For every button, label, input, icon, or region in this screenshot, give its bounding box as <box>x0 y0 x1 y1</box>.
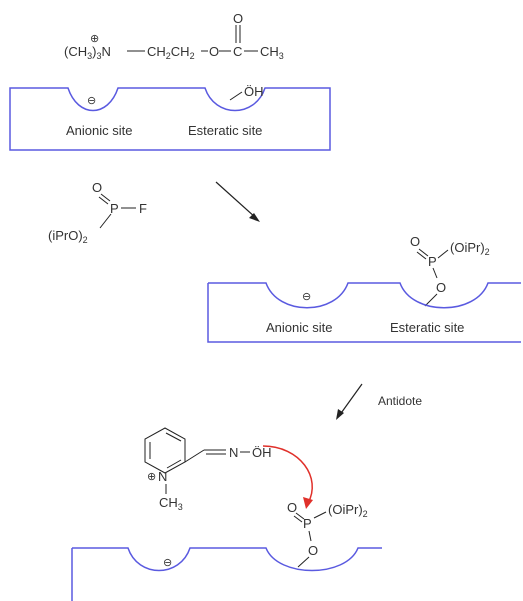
enzyme-surface-1: ⊖ ÖH Anionic site Esteratic site <box>9 84 331 151</box>
arrow-2-head <box>336 409 344 420</box>
ach-sub-2b: 2 <box>190 51 195 61</box>
enzyme-1-esteratic-site-label: Esteratic site <box>188 123 262 138</box>
enzyme-1-hydroxyl: ÖH <box>244 84 264 99</box>
enzyme-2-bond-o-enzyme <box>424 293 438 307</box>
arrow-1-shaft <box>215 181 257 219</box>
enzyme-3-link-oxygen: O <box>308 543 318 558</box>
enzyme-2-phosphorus: P <box>428 254 437 269</box>
ach-close-paren: ) <box>92 44 96 59</box>
enzyme-2-bond-p-o <box>432 267 438 279</box>
nucleophilic-attack-arrow <box>262 445 313 504</box>
enzyme-2-outline <box>207 282 521 343</box>
enzyme-1-anionic-site-label: Anionic site <box>66 123 132 138</box>
enzyme-3-bond-o-enzyme <box>297 556 310 568</box>
enzyme-2-bond-o-p-a <box>418 248 429 257</box>
enzyme-2-top-oxygen: O <box>410 234 420 249</box>
phosphorylated-group-2: O P (OiPr)2 O <box>410 234 490 307</box>
ach-ester-oxygen: O <box>209 44 219 59</box>
dfp-sub-2: 2 <box>83 235 88 245</box>
ach-sub-3b: 3 <box>96 51 101 61</box>
pralidoxime-molecule: ⊕ N CH3 N ÖH <box>144 427 272 512</box>
antidote-label: Antidote <box>378 394 422 408</box>
enzyme-2-anionic-charge: ⊖ <box>302 291 311 303</box>
dfp-phosphorus: P <box>110 201 119 216</box>
enzyme-surface-3: ⊖ <box>71 547 382 601</box>
ach-ch2-second: CH <box>171 44 190 59</box>
arrow-1-head <box>249 213 260 222</box>
enzyme-2-esteratic-site-label: Esteratic site <box>390 320 464 335</box>
pralidoxime-oxime-nitrogen: N <box>229 445 238 460</box>
pralidoxime-ch: CH <box>159 495 178 510</box>
enzyme-3-oipr: (OiPr) <box>328 502 363 517</box>
enzyme-3-bond-p-o <box>308 530 312 542</box>
enzyme-2-bond-o-p-b <box>416 251 427 260</box>
dfp-iPrO: (iPrO) <box>48 228 83 243</box>
ach-chain-text: CH2CH2 <box>147 44 195 61</box>
dfp-bond-o-p-a <box>100 193 111 202</box>
ach-ch3: CH <box>260 44 279 59</box>
reaction-arrow-2 <box>336 383 363 420</box>
enzyme-3-phosphorus: P <box>303 516 312 531</box>
enzyme-3-outline <box>71 547 382 601</box>
pyridine-inner-bond-2 <box>165 432 182 442</box>
phosphorylated-group-3: O P (OiPr)2 O <box>287 500 368 568</box>
enzyme-3-bond-o-p-a <box>295 512 305 520</box>
enzyme-2-sub-2: 2 <box>485 247 490 257</box>
enzyme-3-bond-o-p-b <box>293 515 303 523</box>
enzyme-2-link-oxygen: O <box>436 280 446 295</box>
enzyme-surface-2: ⊖ Anionic site Esteratic site <box>207 282 521 343</box>
ach-methyl-text: CH3 <box>260 44 284 61</box>
pralidoxime-hydroxyl: ÖH <box>252 445 272 460</box>
enzyme-1-serine-bond <box>229 91 243 101</box>
pralidoxime-ring-nitrogen: N <box>158 469 167 484</box>
reaction-arrow-1 <box>215 181 260 222</box>
ach-ch2-first: CH <box>147 44 166 59</box>
enzyme-1-outline <box>9 87 331 151</box>
enzyme-1-anionic-charge: ⊖ <box>87 95 96 107</box>
enzyme-2-oipr-text: (OiPr)2 <box>450 240 490 257</box>
pralidoxime-bond-ring-c <box>184 449 205 463</box>
dfp-oxygen: O <box>92 180 102 195</box>
enzyme-3-oipr-text: (OiPr)2 <box>328 502 368 519</box>
dfp-bond-p-or <box>99 213 112 229</box>
ach-carbonyl-carbon: C <box>233 44 242 59</box>
ach-formula-text: (CH3)3N <box>64 44 111 61</box>
dfp-fluorine: F <box>139 201 147 216</box>
dfp-isopropoxy-text: (iPrO)2 <box>48 228 88 245</box>
pralidoxime-methyl-text: CH3 <box>159 495 183 512</box>
ach-nitrogen: N <box>101 44 110 59</box>
ach-sub-3c: 3 <box>279 51 284 61</box>
dfp-bond-o-p-b <box>98 196 109 205</box>
ach-quaternary-charge: ⊕ <box>90 33 99 45</box>
pyridine-ring <box>144 427 186 474</box>
enzyme-3-anionic-charge: ⊖ <box>163 557 172 569</box>
dfp-molecule: O P F (iPrO)2 <box>48 180 147 245</box>
enzyme-2-oipr: (OiPr) <box>450 240 485 255</box>
ach-carbonyl-oxygen: O <box>233 11 243 26</box>
nucleophilic-attack-arrowhead <box>303 497 313 509</box>
pralidoxime-sub-3: 3 <box>178 502 183 512</box>
enzyme-3-sub-2: 2 <box>363 509 368 519</box>
enzyme-3-top-oxygen: O <box>287 500 297 515</box>
enzyme-3-bond-p-oipr <box>313 511 327 519</box>
ach-sub-2a: 2 <box>166 51 171 61</box>
enzyme-2-bond-p-oipr <box>437 249 449 259</box>
acetylcholine-formula: ⊕ (CH3)3N CH2CH2 O C O CH3 <box>64 11 284 61</box>
pralidoxime-ring-charge: ⊕ <box>147 471 156 483</box>
pyridine-inner-bond-3 <box>166 459 182 469</box>
ach-sub-3a: 3 <box>87 51 92 61</box>
arrow-2-shaft <box>338 383 363 417</box>
enzyme-2-anionic-site-label: Anionic site <box>266 320 332 335</box>
ach-prefix: (CH <box>64 44 87 59</box>
